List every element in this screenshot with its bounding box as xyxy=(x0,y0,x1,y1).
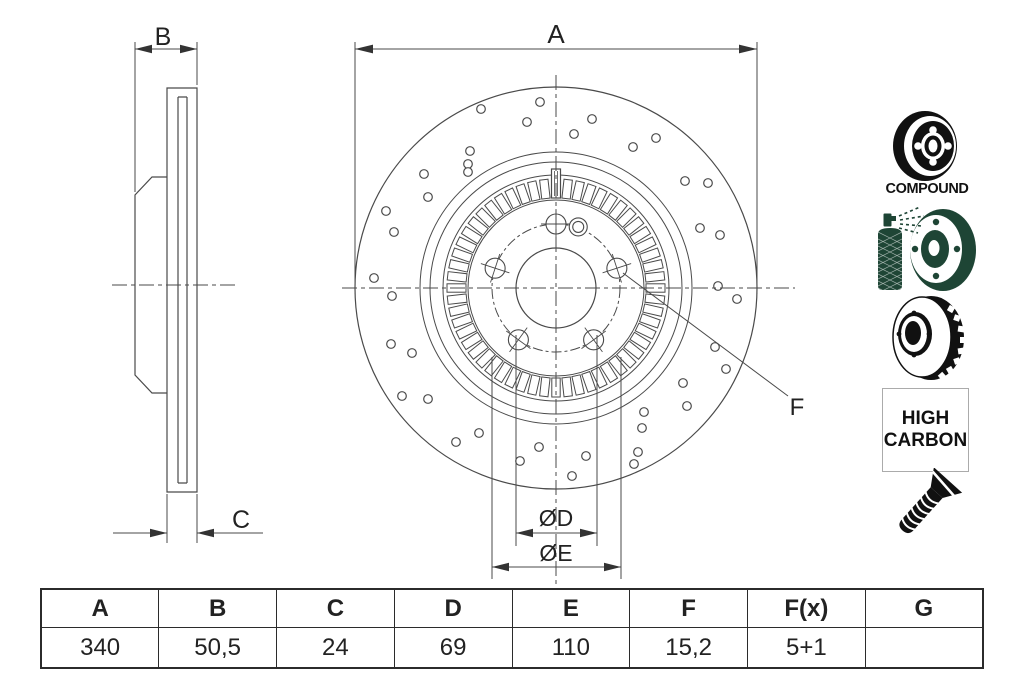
compound-disc-icon xyxy=(893,111,957,181)
table-header-cell: E xyxy=(511,588,631,628)
table-value-cell: 50,5 xyxy=(158,627,277,669)
table-value-row: 340 50,5 24 69 110 15,2 5+1 xyxy=(40,627,984,669)
disc-drawing-canvas: B C xyxy=(112,19,805,584)
front-view-drawing xyxy=(342,42,795,584)
dimensions-table: A B C D E F F(x) G 340 50,5 24 69 110 15… xyxy=(40,588,984,669)
table-header-cell: F(x) xyxy=(747,588,866,628)
coated-disc-spray-icon xyxy=(877,206,976,296)
table-value-cell: 69 xyxy=(393,627,513,669)
dim-label-f: F xyxy=(790,394,805,421)
dim-label-e: ØE xyxy=(539,540,572,566)
dim-label-c: C xyxy=(232,506,250,534)
table-header-cell: F xyxy=(629,588,748,628)
side-view-drawing xyxy=(112,42,263,543)
table-value-cell: 110 xyxy=(511,627,631,669)
table-value-cell: 5+1 xyxy=(747,627,866,669)
table-value-cell: 340 xyxy=(40,627,160,669)
table-value-cell: 24 xyxy=(276,627,395,669)
countersunk-screw-icon xyxy=(899,468,963,534)
table-header-cell: A xyxy=(40,588,160,628)
table-value-cell xyxy=(864,627,984,669)
table-value-cell: 15,2 xyxy=(629,627,748,669)
high-carbon-line1: HIGH xyxy=(901,408,950,430)
vented-disc-icon xyxy=(892,296,967,381)
dim-label-a: A xyxy=(547,19,565,49)
table-header-cell: B xyxy=(158,588,277,628)
dim-label-d: ØD xyxy=(539,505,574,531)
high-carbon-line2: CARBON xyxy=(883,430,968,451)
dim-label-b: B xyxy=(155,23,172,51)
compound-label: COMPOUND xyxy=(885,181,969,197)
high-carbon-badge: HIGH CARBON xyxy=(882,388,969,472)
table-header-cell: C xyxy=(276,588,395,628)
table-header-cell: D xyxy=(393,588,513,628)
table-header-cell: G xyxy=(864,588,984,628)
table-header-row: A B C D E F F(x) G xyxy=(40,588,984,628)
